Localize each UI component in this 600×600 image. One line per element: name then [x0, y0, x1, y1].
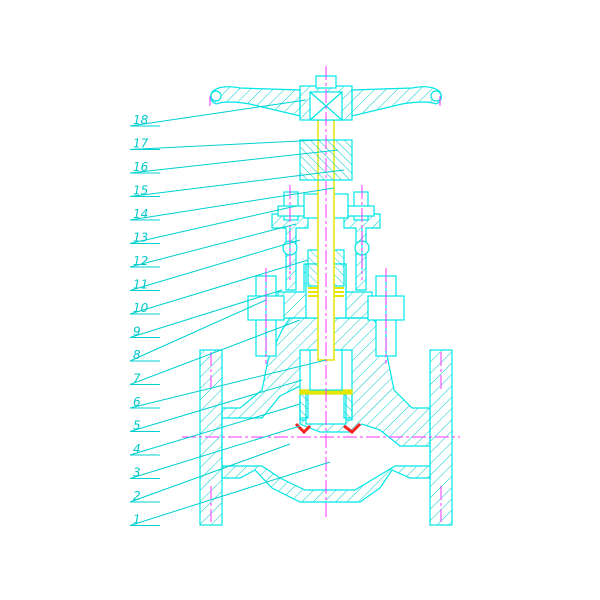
- leader-line-6: [129, 359, 327, 409]
- part-number-18: 18: [133, 113, 149, 127]
- leader-line-2: [129, 443, 291, 503]
- seat-ring-right: [343, 422, 362, 434]
- part-number-14: 14: [133, 207, 148, 221]
- part-number-16: 16: [133, 160, 149, 174]
- leader-line-7: [129, 319, 301, 385]
- part-number-4: 4: [133, 442, 141, 456]
- leader-line-18: [129, 99, 307, 127]
- part-number-5: 5: [133, 419, 141, 433]
- part-number-1: 1: [133, 513, 141, 527]
- leader-line-9: [129, 289, 283, 338]
- part-number-17: 17: [133, 137, 149, 151]
- part-number-9: 9: [133, 325, 141, 339]
- part-number-12: 12: [133, 254, 148, 268]
- part-callouts: 18 17 16 15 14 13 12 11 10 9 8 7 6 5 4 3 2 1: [129, 99, 345, 527]
- leader-line-14: [129, 187, 335, 221]
- centerlines: [182, 66, 460, 522]
- part-number-2: 2: [133, 489, 141, 503]
- leader-line-12: [129, 223, 297, 268]
- part-number-7: 7: [133, 372, 141, 386]
- leader-line-4: [129, 403, 301, 456]
- leader-line-11: [129, 239, 301, 291]
- leader-line-13: [129, 205, 297, 244]
- leader-line-3: [129, 425, 301, 479]
- part-number-6: 6: [133, 395, 141, 409]
- part-number-8: 8: [133, 348, 141, 362]
- part-number-10: 10: [133, 301, 149, 315]
- leader-line-15: [129, 169, 345, 197]
- leader-line-10: [129, 259, 309, 315]
- leader-line-8: [129, 299, 267, 362]
- leader-line-1: [129, 461, 331, 526]
- leader-line-5: [129, 379, 303, 432]
- part-number-3: 3: [133, 466, 141, 480]
- part-number-13: 13: [133, 231, 148, 245]
- part-number-15: 15: [133, 184, 148, 198]
- part-number-11: 11: [133, 278, 148, 292]
- leader-line-17: [129, 139, 321, 150]
- leader-line-16: [129, 149, 339, 174]
